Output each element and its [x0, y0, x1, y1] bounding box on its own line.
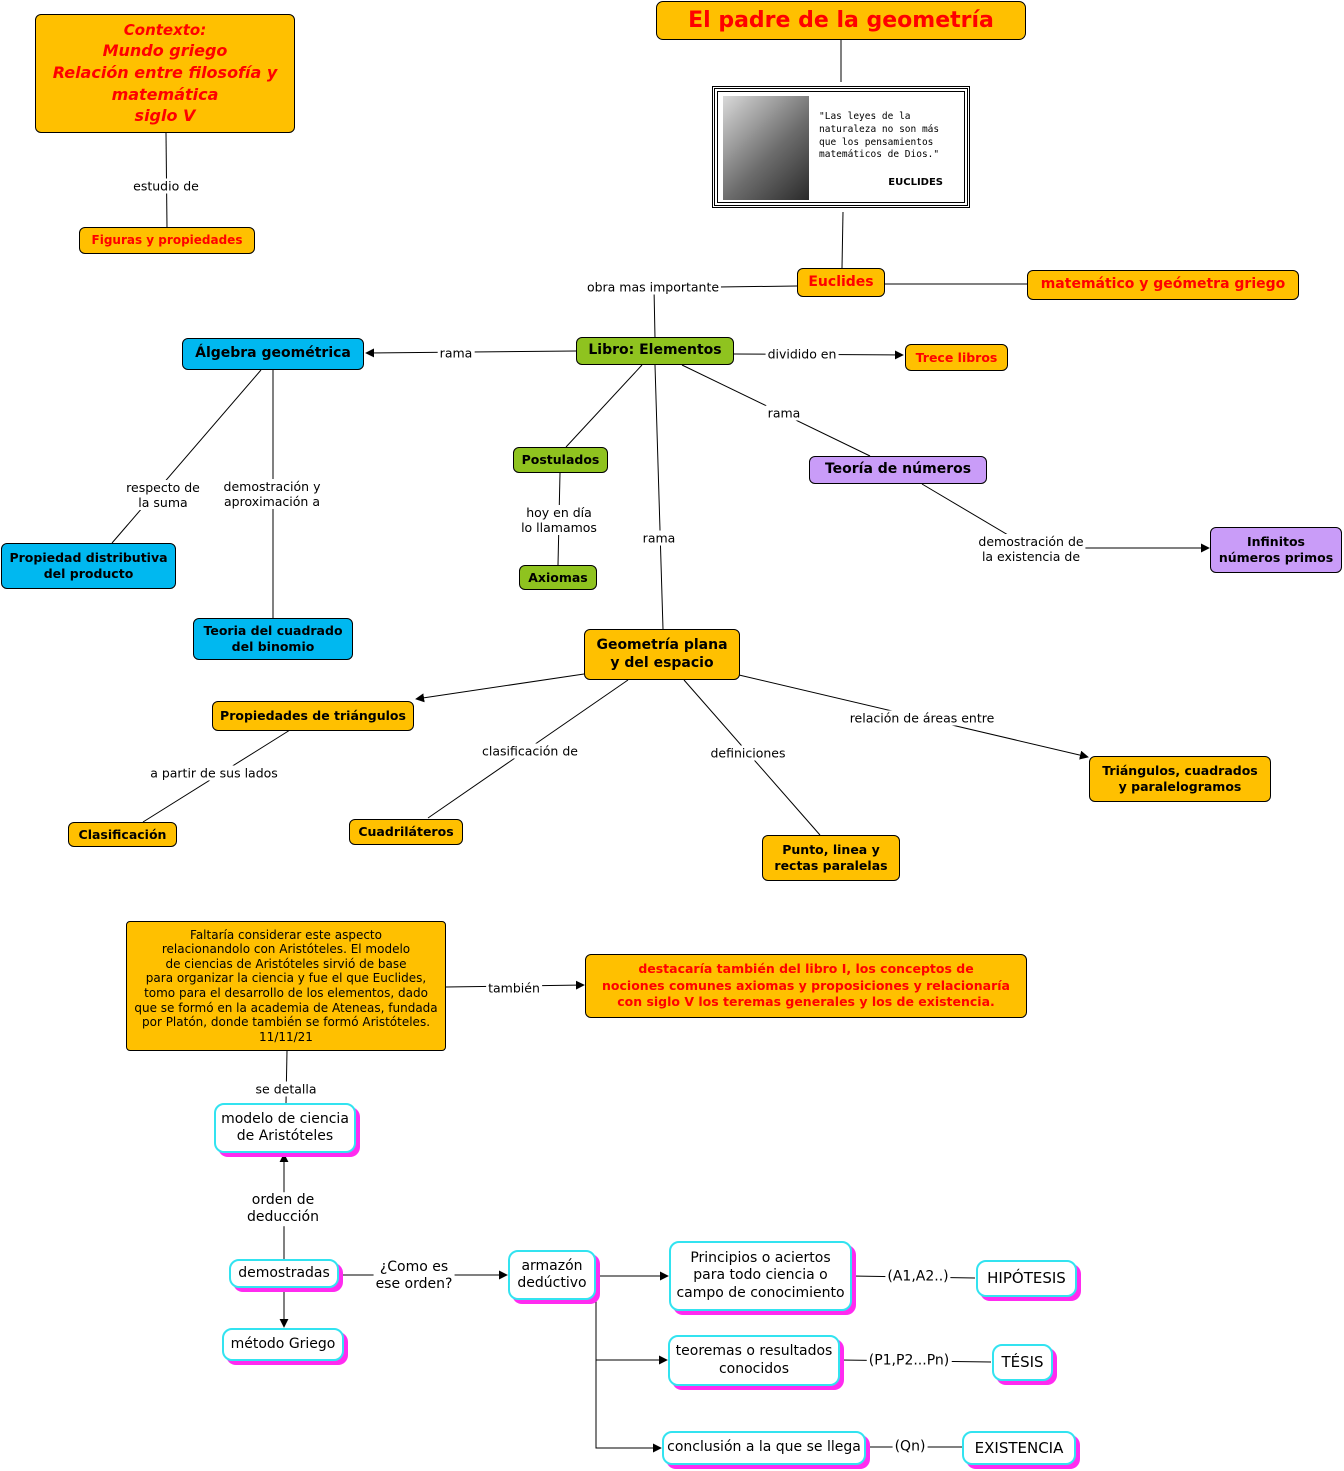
node-matematico: matemático y geómetra griego: [1027, 270, 1299, 300]
node-punto: Punto, linea y rectas paralelas: [762, 835, 900, 881]
quote-author: EUCLIDES: [888, 177, 943, 188]
label-dividido: dividido en: [765, 346, 839, 362]
label-rama-teoria: rama: [765, 405, 803, 421]
edge-libro-geometria: [654, 364, 664, 630]
label-demostracion-existencia: demostración de la existencia de: [976, 534, 1086, 564]
node-postulados: Postulados: [513, 447, 608, 473]
label-tambien: también: [486, 980, 542, 996]
node-clasificacion: Clasificación: [68, 822, 177, 847]
node-modelo-ciencia: modelo de ciencia de Aristóteles: [214, 1103, 356, 1153]
node-destacaria: destacaría también del libro I, los conc…: [585, 954, 1027, 1018]
node-armazon: armazón dedúctivo: [508, 1250, 596, 1300]
node-algebra: Álgebra geométrica: [182, 338, 364, 370]
label-orden: orden de deducción: [245, 1192, 321, 1226]
node-faltaria: Faltaría considerar este aspecto relacio…: [126, 921, 446, 1051]
edge-quote-euclides: [841, 211, 844, 269]
label-a1: (A1,A2..): [885, 1268, 951, 1286]
node-existencia: EXISTENCIA: [962, 1431, 1076, 1465]
context-heading: Contexto:: [123, 21, 207, 40]
quote-text: "Las leyes de la naturaleza no son más q…: [819, 111, 940, 161]
label-como: ¿Como es ese orden?: [373, 1259, 455, 1293]
node-infinitos: Infinitos números primos: [1210, 527, 1342, 573]
context-lines: Mundo griego Relación entre filosofía y …: [52, 41, 278, 126]
quote-card: "Las leyes de la naturaleza no son más q…: [712, 86, 970, 208]
euclid-portrait-image: [723, 96, 809, 200]
node-metodo-griego: método Griego: [222, 1328, 344, 1361]
node-axiomas: Axiomas: [519, 565, 597, 590]
node-conclusion: conclusión a la que se llega: [662, 1431, 866, 1465]
node-tesis: TÉSIS: [992, 1344, 1053, 1381]
label-respecto: respecto de la suma: [124, 480, 202, 510]
node-libro: Libro: Elementos: [576, 337, 734, 365]
label-demostracion: demostración y aproximación a: [221, 479, 323, 509]
node-geometria: Geometría plana y del espacio: [584, 629, 740, 680]
label-a-partir: a partir de sus lados: [148, 765, 280, 781]
node-teoremas: teoremas o resultados conocidos: [668, 1335, 840, 1386]
node-trece: Trece libros: [905, 344, 1008, 371]
context-box: Contexto: Mundo griego Relación entre fi…: [35, 14, 295, 133]
node-cuadrilateros: Cuadriláteros: [349, 819, 463, 845]
edge-algebra-propiedad: [111, 369, 262, 544]
label-p1: (P1,P2...Pn): [866, 1352, 952, 1370]
node-propiedad-distributiva: Propiedad distributiva del producto: [1, 543, 176, 589]
label-definiciones: definiciones: [708, 745, 788, 761]
label-obra: obra mas importante: [584, 279, 722, 295]
label-clasificacion-de: clasificación de: [480, 743, 580, 759]
node-figuras: Figuras y propiedades: [79, 227, 255, 254]
label-qn: (Qn): [892, 1438, 928, 1456]
node-triangulos-cuadrados: Triángulos, cuadrados y paralelogramos: [1089, 756, 1271, 802]
node-principios: Principios o aciertos para todo ciencia …: [669, 1241, 852, 1311]
label-hoy: hoy en día lo llamamos: [519, 505, 599, 535]
node-teoria-cuadrado: Teoria del cuadrado del binomio: [193, 618, 353, 660]
label-rama-algebra: rama: [437, 345, 475, 361]
node-teoria-numeros: Teoría de números: [809, 456, 987, 484]
edge-geometria-propiedades: [415, 673, 585, 703]
label-rama-geometria: rama: [640, 530, 678, 546]
label-se-detalla: se detalla: [253, 1081, 319, 1097]
page-title: El padre de la geometría: [656, 1, 1026, 40]
node-demostradas: demostradas: [229, 1259, 339, 1288]
label-estudio-de: estudio de: [131, 178, 201, 194]
label-relacion: relación de áreas entre: [847, 710, 997, 726]
edge-armazon-branch: [595, 1300, 662, 1453]
node-hipotesis: HIPÓTESIS: [976, 1260, 1077, 1297]
node-euclides: Euclides: [797, 268, 885, 297]
edge-libro-postulados: [565, 364, 643, 448]
node-propiedades-triangulos: Propiedades de triángulos: [212, 701, 414, 731]
